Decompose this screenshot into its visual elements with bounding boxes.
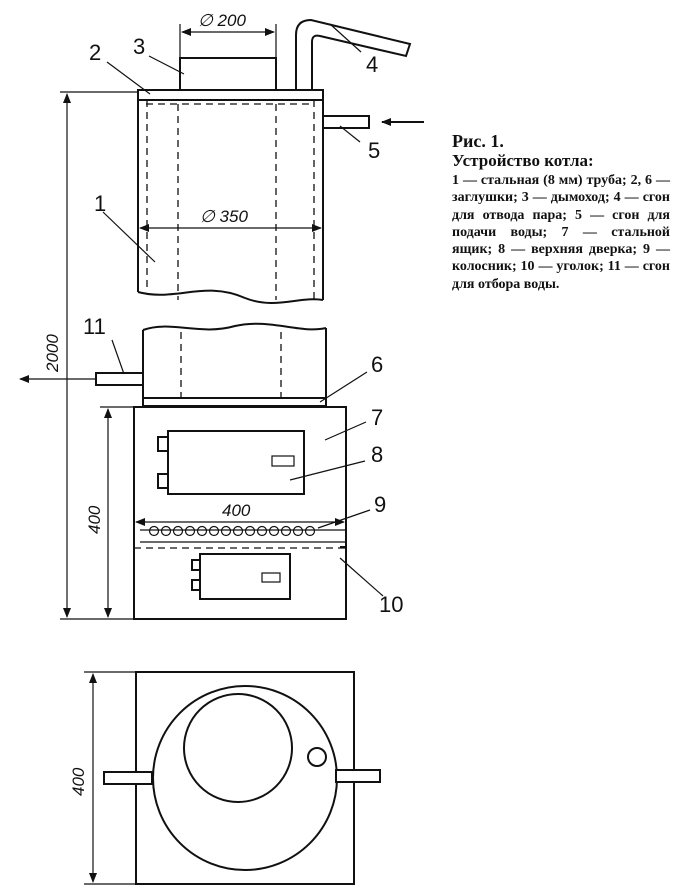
label-chimney-diameter: ∅ 200	[198, 11, 246, 30]
callout-1: 1	[94, 191, 106, 216]
callout-9: 9	[374, 492, 386, 517]
dimension-plan-size	[84, 671, 136, 885]
figure-legend: 1 — стальная (8 мм) труба; 2, 6 — заглуш…	[452, 173, 670, 292]
callout-4: 4	[366, 52, 378, 77]
grate-bar	[280, 525, 292, 537]
callout-10: 10	[379, 592, 403, 617]
water-inlet-pipe	[322, 115, 424, 129]
grate-bar	[292, 525, 304, 537]
grate-bar	[160, 525, 172, 537]
steel-pipe-lower	[142, 322, 327, 400]
leader-lines	[102, 23, 384, 597]
bottom-plug	[142, 397, 327, 407]
label-box-height: 400	[85, 505, 104, 534]
callout-7: 7	[371, 405, 383, 430]
figure-title: Устройство котла:	[452, 151, 594, 170]
label-pipe-diameter: ∅ 350	[200, 207, 248, 226]
callout-11: 11	[83, 314, 106, 339]
label-plan-size: 400	[69, 767, 88, 796]
figure-caption: Рис. 1. Устройство котла: 1 — стальная (…	[452, 131, 670, 293]
grate-bar	[304, 525, 316, 537]
steam-outlet-pipe	[295, 18, 412, 90]
grate-bar	[208, 525, 220, 537]
grate-bar	[184, 525, 196, 537]
grate-bar	[196, 525, 208, 537]
steel-box	[133, 406, 347, 620]
dimension-chimney-diameter	[179, 24, 277, 58]
water-outlet-pipe	[95, 372, 144, 386]
callout-5: 5	[368, 138, 380, 163]
steel-pipe-upper	[137, 92, 324, 304]
grate-bar	[268, 525, 280, 537]
lower-door	[134, 547, 346, 600]
angle-bracket	[340, 546, 347, 560]
grate-bar	[220, 525, 232, 537]
callout-2: 2	[89, 40, 101, 65]
upper-door	[157, 430, 305, 495]
label-box-width: 400	[222, 501, 251, 520]
chimney	[179, 57, 277, 91]
callout-3: 3	[133, 34, 145, 59]
grate-bar	[172, 525, 184, 537]
top-plug	[137, 89, 324, 105]
grate-bar	[244, 525, 256, 537]
label-total-height: 2000	[43, 334, 62, 373]
dimension-box-height	[100, 406, 134, 618]
plan-view	[103, 671, 381, 885]
grate-bar	[256, 525, 268, 537]
grate-bar	[148, 525, 160, 537]
grate	[140, 525, 346, 543]
figure-label: Рис. 1.	[452, 131, 504, 151]
grate-bar	[232, 525, 244, 537]
callout-8: 8	[371, 442, 383, 467]
callout-6: 6	[371, 352, 383, 377]
dimension-total-height	[19, 91, 138, 620]
